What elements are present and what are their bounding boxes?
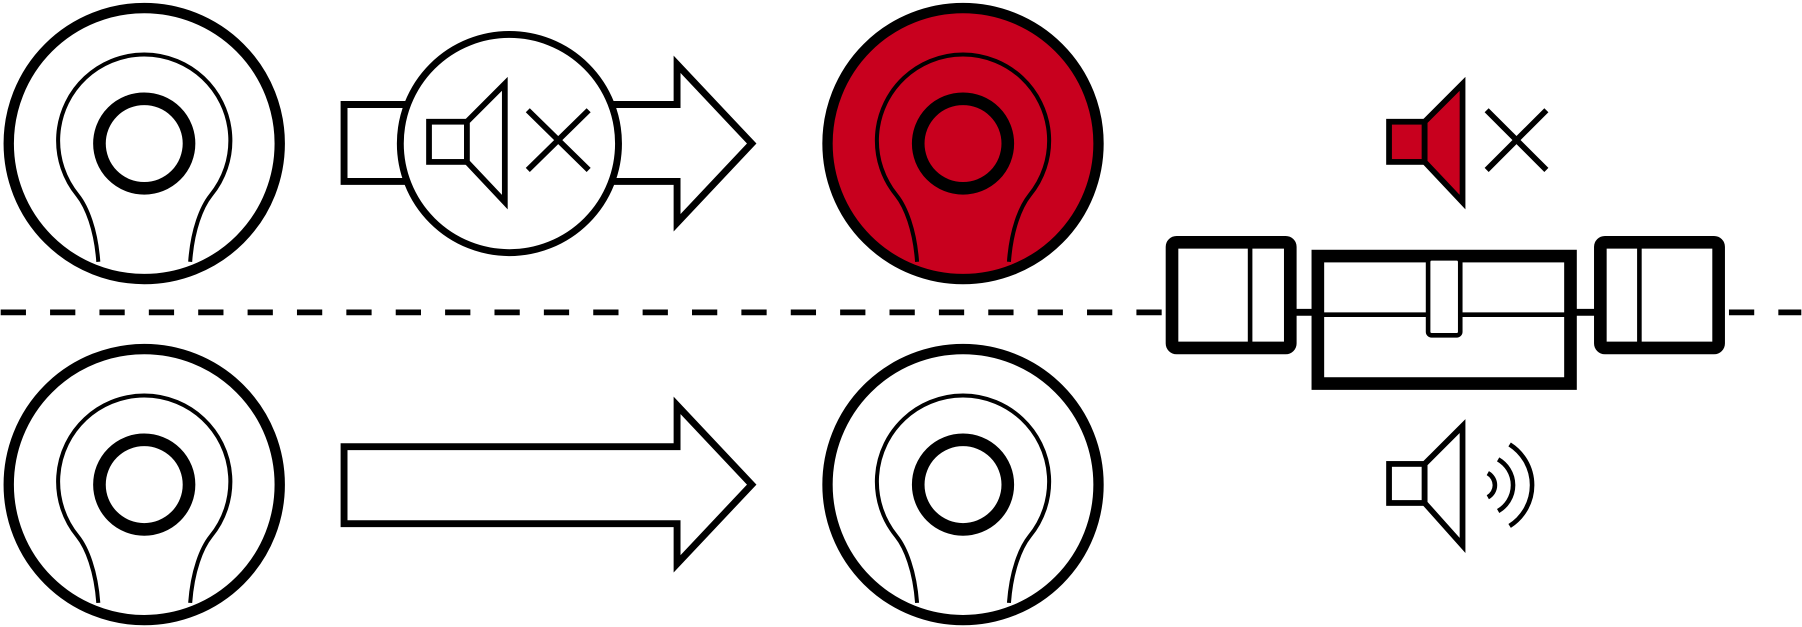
speaker-muted-red-icon <box>1386 76 1549 210</box>
knob-icon <box>9 349 280 620</box>
knob-icon <box>828 349 1099 620</box>
mute-circle <box>396 31 622 257</box>
lock-cylinder-icon <box>1165 235 1725 390</box>
speaker-muted-icon <box>426 76 591 210</box>
knob-active-icon <box>828 8 1099 279</box>
speaker-sound-icon <box>1386 419 1535 553</box>
knob-icon <box>9 8 280 279</box>
arrow-icon <box>340 396 757 573</box>
